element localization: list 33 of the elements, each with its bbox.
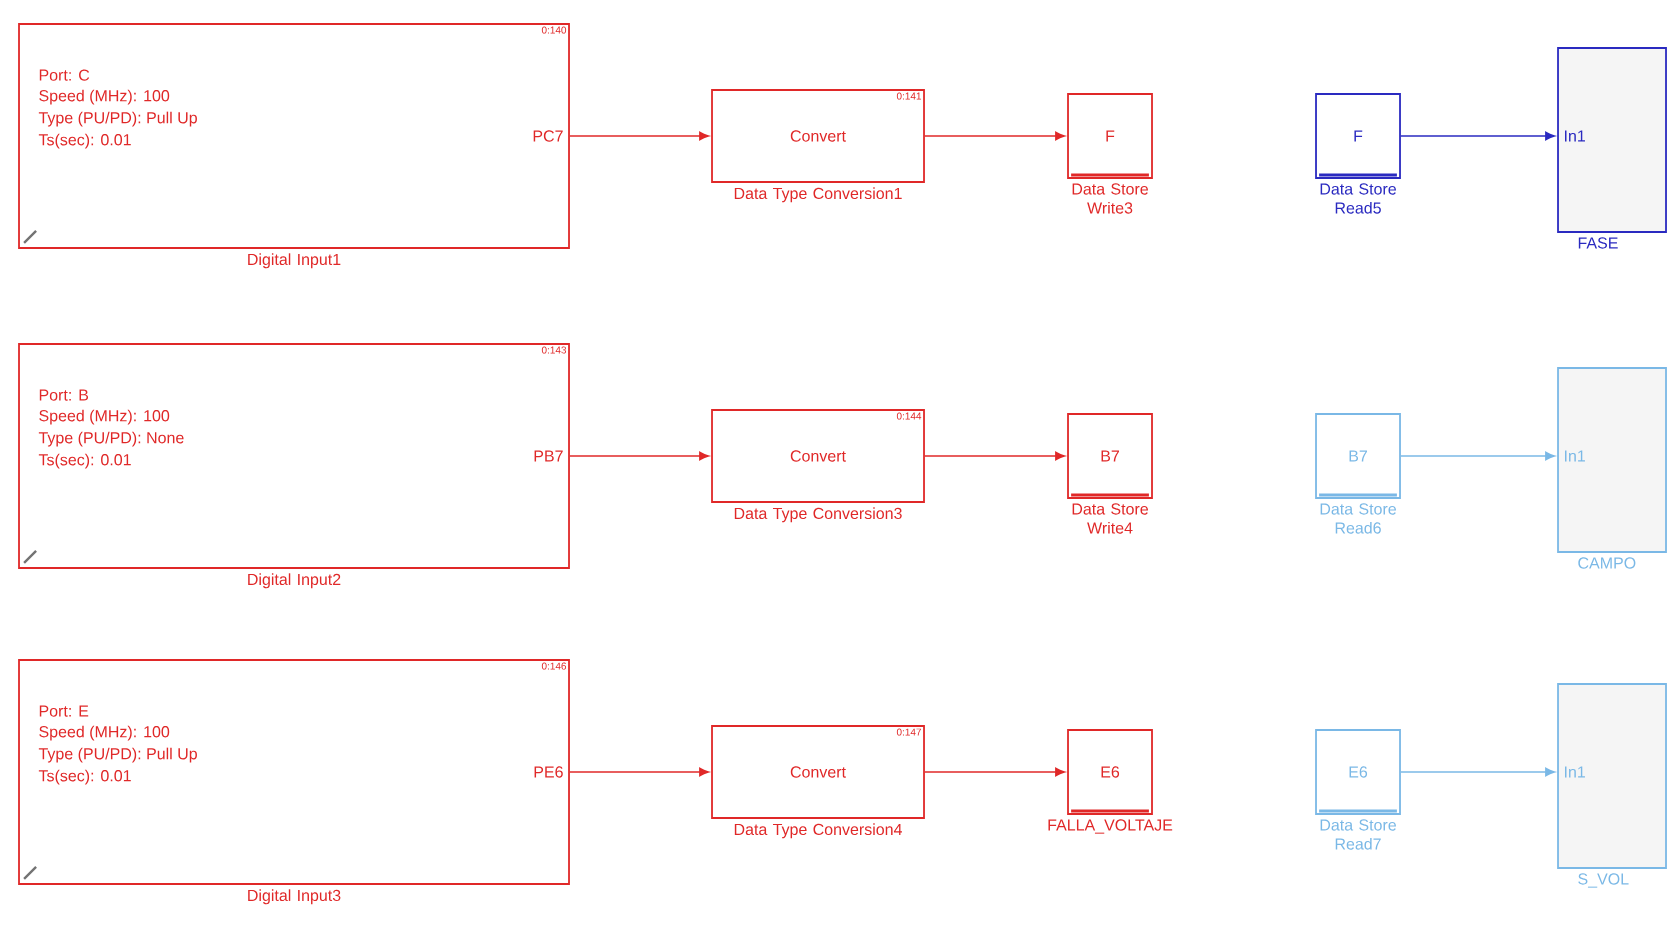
block-label: Data Type Conversion1: [734, 187, 902, 203]
store-read-block: B7: [1315, 413, 1401, 499]
arrow: [1400, 451, 1555, 461]
block-label: Data Store Read5: [1320, 183, 1396, 214]
block-label: Data Type Conversion4: [734, 823, 902, 839]
block-label: FASE: [1578, 237, 1618, 249]
subsystem-block: In1: [1557, 47, 1667, 233]
arrow: [569, 451, 709, 461]
arrow: [924, 451, 1065, 461]
block-label: Digital Input3: [248, 889, 341, 905]
store-write-block: B7: [1067, 413, 1153, 499]
arrow: [569, 767, 709, 777]
arrow: [924, 131, 1065, 141]
arrow: [924, 767, 1065, 777]
store-write-block: F: [1067, 93, 1153, 179]
block-label: Data Type Conversion3: [734, 507, 902, 523]
block-label: S_VOL: [1578, 873, 1629, 888]
store-read-block: E6: [1315, 729, 1401, 815]
block-label: FALLA_VOLTAJE: [1048, 819, 1173, 834]
block-label: Data Store Write4: [1072, 503, 1148, 534]
block-label: Digital Input2: [248, 573, 341, 589]
block-label: Data Store Write3: [1072, 183, 1148, 214]
subsystem-block: In1: [1557, 367, 1667, 553]
arrow: [1400, 767, 1555, 777]
subsystem-block: In1: [1557, 683, 1667, 869]
block-label: Data Store Read6: [1320, 503, 1396, 534]
block-label: Data Store Read7: [1320, 819, 1396, 850]
arrow: [569, 131, 709, 141]
store-read-block: F: [1315, 93, 1401, 179]
block-label: Digital Input1: [248, 253, 341, 269]
arrow: [1400, 131, 1555, 141]
block-label: CAMPO: [1578, 557, 1636, 569]
store-write-block: E6: [1067, 729, 1153, 815]
